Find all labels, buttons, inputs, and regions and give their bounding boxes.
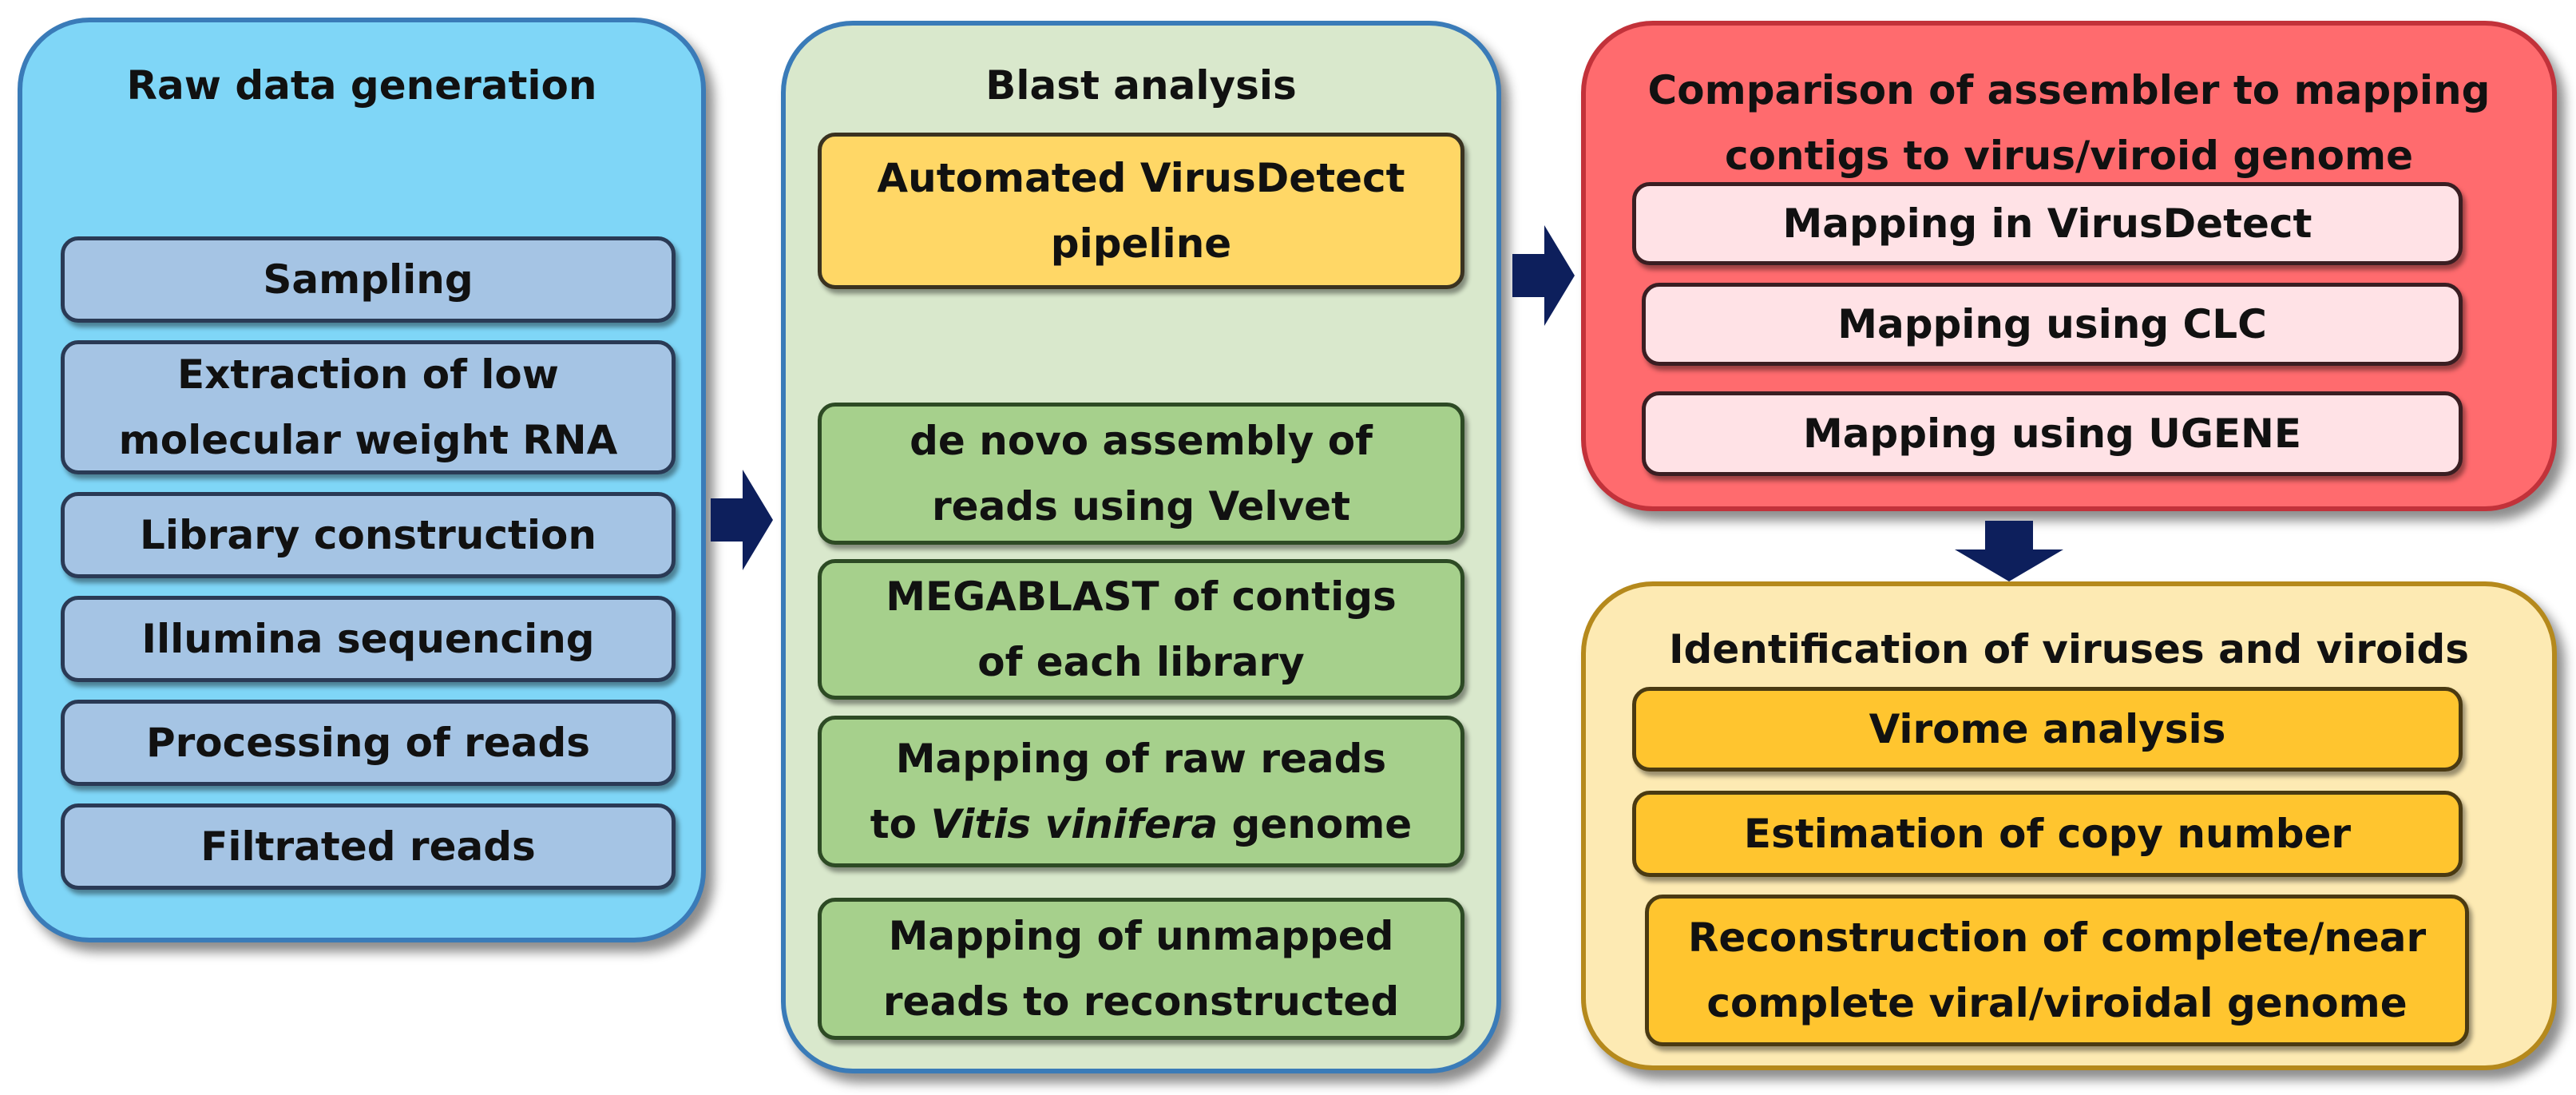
step-de-novo-assembly: de novo assembly of reads using Velvet	[818, 403, 1464, 545]
step-extraction: Extraction of low molecular weight RNA	[61, 340, 676, 474]
panel-title: Raw data generation	[126, 62, 597, 109]
panel-title: Comparison of assembler to mapping conti…	[1647, 67, 2491, 179]
step-mapping-raw-reads: Mapping of raw reads to Vitis vinifera g…	[818, 716, 1464, 867]
step-filtrated-reads: Filtrated reads	[61, 803, 676, 890]
line-vitis: to Vitis vinifera genome	[870, 801, 1413, 847]
step-mapping-ugene: Mapping using UGENE	[1642, 391, 2463, 476]
panel-raw-data-generation: Raw data generation Sampling Extraction …	[18, 18, 706, 942]
step-estimation-copy-number: Estimation of copy number	[1632, 791, 2463, 877]
step-reconstruction-genome: Reconstruction of complete/near complete…	[1645, 895, 2469, 1046]
arrow-right-icon	[1512, 225, 1575, 326]
step-processing-of-reads: Processing of reads	[61, 700, 676, 786]
arrow-down-icon	[1955, 521, 2063, 581]
panel-title: Identification of viruses and viroids	[1668, 626, 2470, 672]
step-mapping-virusdetect: Mapping in VirusDetect	[1632, 182, 2463, 265]
panel-comparison: Comparison of assembler to mapping conti…	[1581, 21, 2557, 511]
step-mapping-clc: Mapping using CLC	[1642, 283, 2463, 366]
step-library-construction: Library construction	[61, 492, 676, 578]
panel-title: Blast analysis	[985, 62, 1297, 109]
panel-blast-analysis: Blast analysis Automated VirusDetect pip…	[781, 21, 1501, 1073]
arrow-right-icon	[711, 470, 773, 570]
step-megablast: MEGABLAST of contigs of each library	[818, 559, 1464, 700]
step-sampling: Sampling	[61, 236, 676, 323]
step-illumina-sequencing: Illumina sequencing	[61, 596, 676, 682]
step-automated-virusdetect: Automated VirusDetect pipeline	[818, 133, 1464, 289]
step-virome-analysis: Virome analysis	[1632, 687, 2463, 772]
step-mapping-unmapped-reads: Mapping of unmapped reads to reconstruct…	[818, 898, 1464, 1040]
panel-identification: Identification of viruses and viroids Vi…	[1581, 581, 2557, 1070]
